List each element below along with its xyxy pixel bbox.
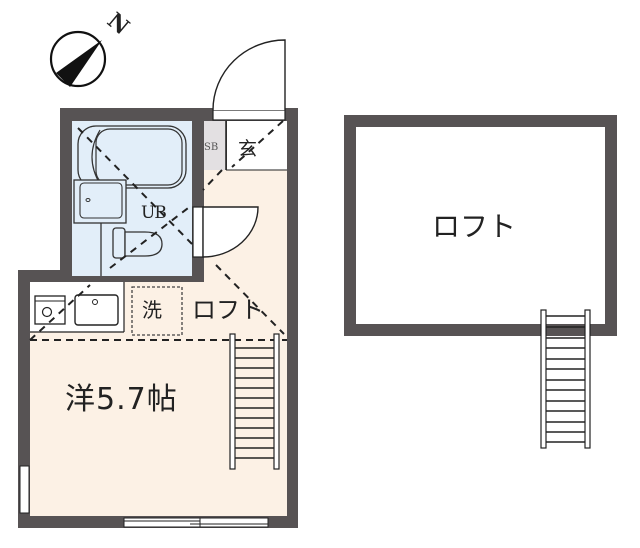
bath-wash-basin [73, 179, 127, 224]
entrance-door-swing[interactable] [212, 39, 286, 111]
unit-bath-label: UB [141, 203, 167, 223]
main-floor-ladder[interactable] [229, 333, 280, 470]
sink-drain [92, 299, 98, 305]
shoe-box [204, 121, 226, 170]
washer-label: 洗 [142, 298, 162, 322]
stove [34, 295, 66, 325]
bath-door-swing[interactable] [202, 206, 259, 258]
shoe-box-label: SB [204, 142, 219, 153]
loft-room-label: ロフト [432, 210, 517, 243]
stove-burner-icon [41, 306, 53, 318]
toilet-tank [112, 227, 126, 259]
corridor-diagonal [202, 169, 223, 191]
ub-diagonal-2 [109, 204, 193, 269]
entrance-diagonal [231, 120, 284, 168]
toilet-bowl [124, 231, 163, 257]
loft-ladder[interactable] [540, 309, 591, 449]
bottom-sliding-window[interactable] [123, 517, 269, 528]
ub-diagonal-1 [77, 127, 193, 245]
bath-door-opening [192, 206, 204, 258]
bath-wash-basin-bowl [79, 182, 123, 219]
main-floor-loft-label: ロフト [192, 296, 264, 324]
bathtub [77, 125, 187, 189]
entrance-door-opening [212, 109, 286, 121]
loft-diagonal [215, 264, 285, 335]
bathtub-inner [95, 128, 183, 186]
washer-space [131, 286, 183, 336]
entrance-floor [227, 121, 287, 170]
kitchen-sink [74, 294, 119, 326]
kitchen-diagonal [29, 284, 91, 341]
loft-floor [356, 127, 605, 324]
entrance-label: 玄 [238, 138, 258, 160]
left-window [19, 465, 30, 514]
basin-drain [85, 198, 91, 202]
western-room-label: 洋5.7帖 [65, 382, 178, 417]
compass-north-arrow-icon [49, 30, 107, 88]
